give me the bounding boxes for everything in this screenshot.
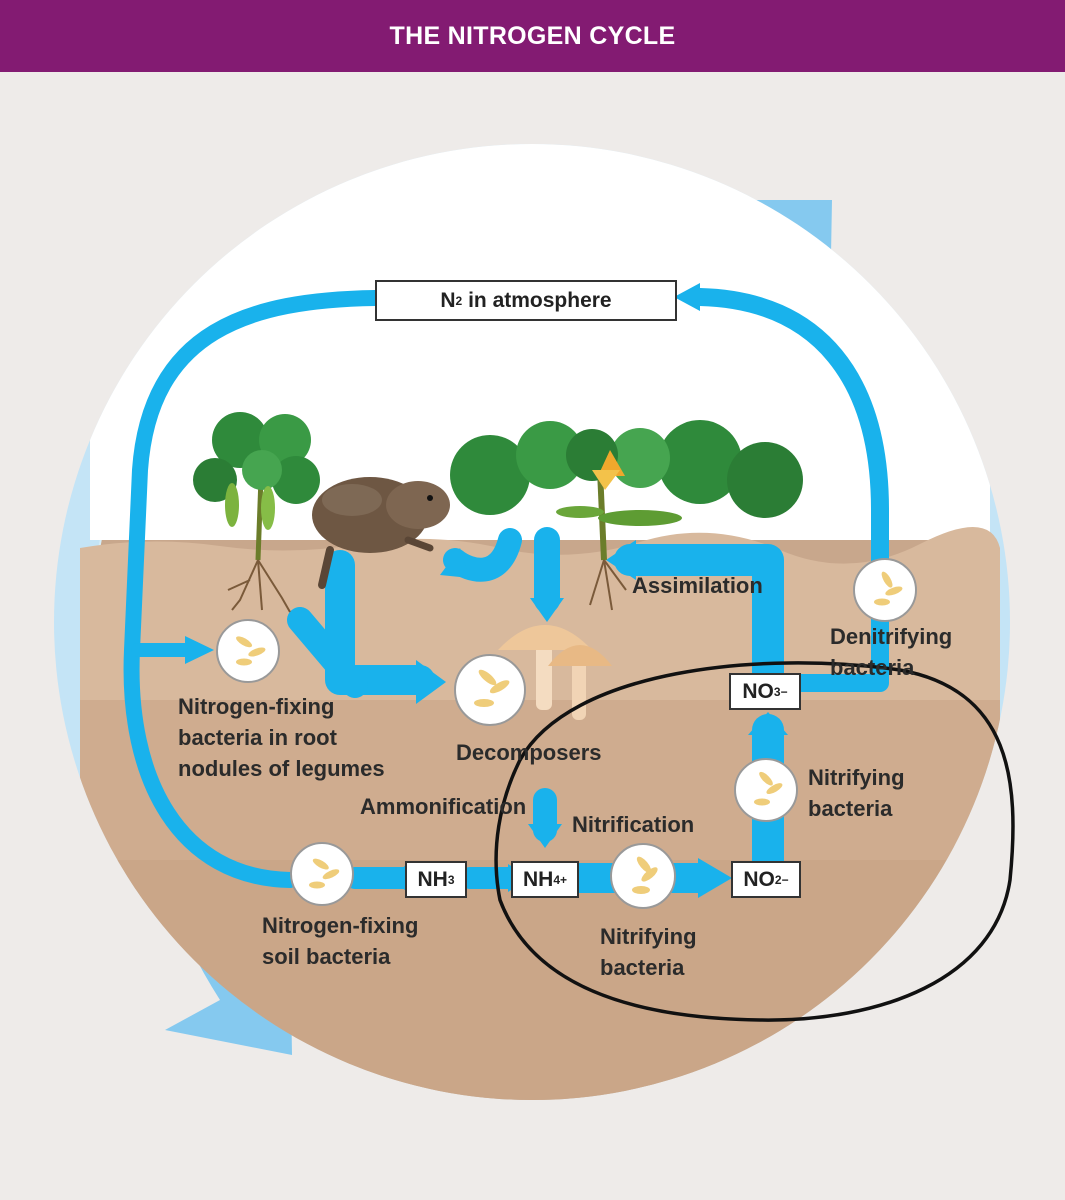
bacteria-icon xyxy=(610,843,676,909)
nitrifying-right-line-2: bacteria xyxy=(808,796,893,821)
page-title: THE NITROGEN CYCLE xyxy=(389,21,676,50)
assimilation-label: Assimilation xyxy=(632,573,763,598)
n2-subscript: 2 xyxy=(455,293,463,308)
soil-bacteria-line-2: soil bacteria xyxy=(262,944,391,969)
n2-label-text: in atmosphere xyxy=(462,288,612,312)
nitrifying-bacteria-right-label: Nitrifying bacteria xyxy=(808,762,905,824)
legume-bacteria-line-1: Nitrogen-fixing xyxy=(178,694,335,719)
flow-arrow-icon xyxy=(123,290,383,888)
decomposers-label: Decomposers xyxy=(456,740,602,765)
nitrifying-bacteria-bottom-label: Nitrifying bacteria xyxy=(600,921,697,983)
denitrifying-line-2: bacteria xyxy=(830,655,915,680)
nh4-species: NH xyxy=(522,867,554,891)
legume-bacteria-line-2: bacteria in root xyxy=(178,725,337,750)
denitrifying-line-1: Denitrifying xyxy=(830,624,953,649)
nitrifying-bottom-line-2: bacteria xyxy=(600,955,685,980)
legume-plant-icon xyxy=(193,412,320,613)
nitrifying-bottom-line-1: Nitrifying xyxy=(600,924,697,949)
no2-superscript: − xyxy=(781,872,789,887)
no2-species: NO xyxy=(743,867,775,891)
bacteria-icon xyxy=(454,654,526,726)
nitrifying-right-line-1: Nitrifying xyxy=(808,765,905,790)
bacteria-icon xyxy=(216,619,280,683)
animal-icon xyxy=(312,477,450,589)
soil-bacteria-label: Nitrogen-fixing soil bacteria xyxy=(262,910,418,972)
nh3-subscript: 3 xyxy=(447,872,455,887)
title-bar: THE NITROGEN CYCLE xyxy=(0,0,1065,72)
mushroom-icon xyxy=(498,625,612,720)
no3-subscript: 3 xyxy=(773,684,781,699)
bacteria-icon xyxy=(290,842,354,906)
n2-species: N xyxy=(440,288,456,312)
nitrification-label: Nitrification xyxy=(572,812,695,837)
bacteria-icon xyxy=(853,558,917,622)
plant-icon xyxy=(450,420,803,611)
nh4-superscript: + xyxy=(560,872,568,887)
no3-superscript: − xyxy=(780,684,788,699)
denitrifying-bacteria-label: Denitrifying bacteria xyxy=(830,621,952,683)
nh3-species: NH xyxy=(417,867,448,891)
flow-arrow-icon xyxy=(691,288,889,692)
highlight-ellipse xyxy=(494,661,1015,1022)
no2-subscript: 2 xyxy=(774,872,782,887)
no3-species: NO xyxy=(742,679,774,703)
legume-bacteria-line-3: nodules of legumes xyxy=(178,756,385,781)
nh4-subscript: 4 xyxy=(553,872,560,887)
soil-bacteria-line-1: Nitrogen-fixing xyxy=(262,913,419,938)
bacteria-icon xyxy=(734,758,798,822)
legume-bacteria-label: Nitrogen-fixing bacteria in root nodules… xyxy=(178,691,385,784)
nitrogen-cycle-diagram xyxy=(54,144,1015,1100)
ammonification-label: Ammonification xyxy=(360,794,527,819)
